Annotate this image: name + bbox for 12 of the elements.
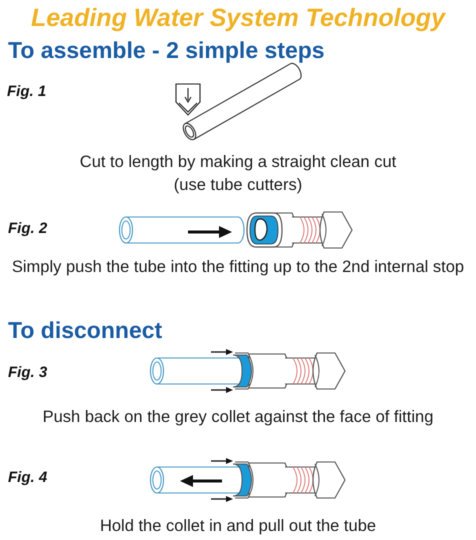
figure-label: Fig. 3 (8, 364, 48, 382)
figure-label: Fig. 2 (8, 220, 48, 238)
figure-label: Fig. 4 (8, 469, 48, 486)
instruction-text: Push back on the grey collet against the face of fitting (42, 408, 434, 427)
page-title: Leading Water System Technology (31, 4, 445, 33)
section-heading: To assemble - 2 simple steps (8, 37, 325, 64)
instruction-text: Cut to length by making a straight clean cut (80, 153, 396, 172)
instruction-text: Simply push the tube into the fitting up to the 2nd internal stop (12, 258, 464, 277)
instruction-text: Hold the collet in and pull out the tube (100, 517, 376, 536)
section-heading: To disconnect (8, 317, 162, 344)
figure-label: Fig. 1 (7, 83, 46, 100)
instruction-text: (use tube cutters) (174, 176, 302, 195)
